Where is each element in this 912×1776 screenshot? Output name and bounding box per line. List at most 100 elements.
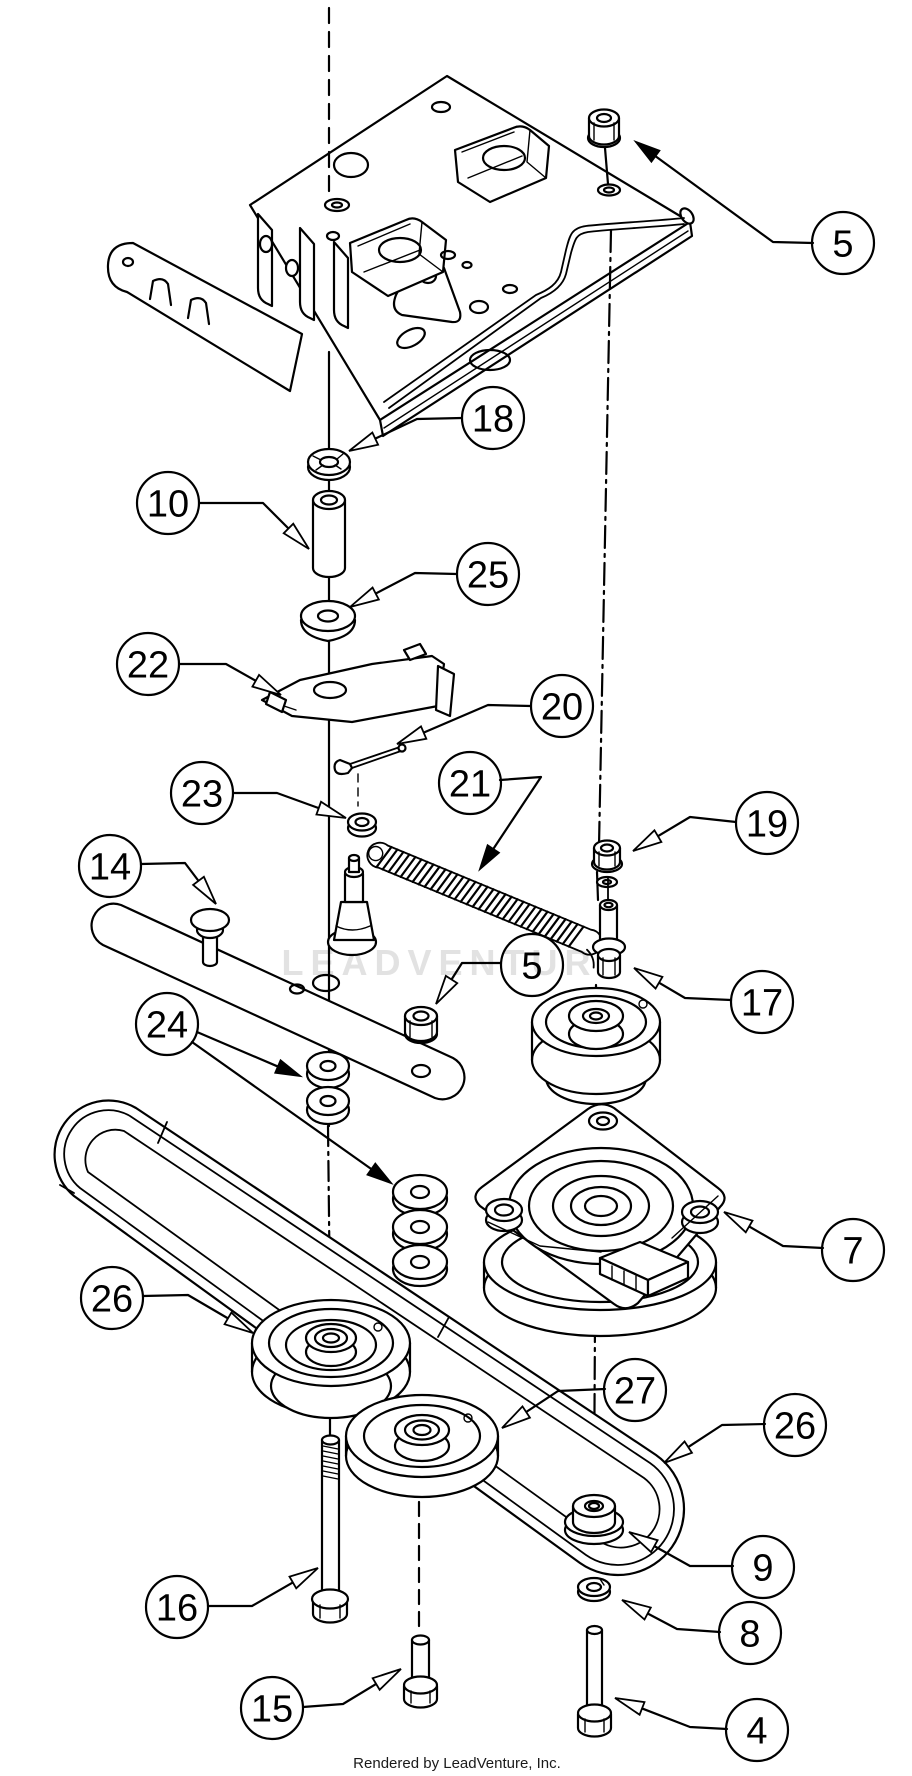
balloon-number: 5: [521, 946, 542, 988]
callout-5[interactable]: 5: [435, 932, 565, 1005]
v-idler-pulley-26: [250, 1298, 412, 1420]
callout-27[interactable]: 27: [501, 1357, 668, 1429]
hollow-arrowhead-icon: [628, 1531, 659, 1554]
balloon-circle[interactable]: [729, 969, 795, 1035]
hollow-arrowhead-icon: [633, 967, 664, 990]
balloon-circle[interactable]: [115, 631, 181, 697]
callout-7[interactable]: 7: [723, 1211, 886, 1283]
leader-line: [197, 501, 290, 530]
balloon-number: 8: [739, 1614, 760, 1656]
balloon-circle[interactable]: [529, 673, 595, 739]
balloon-circle[interactable]: [762, 1392, 828, 1458]
callout-10[interactable]: 10: [135, 470, 310, 550]
callout-8[interactable]: 8: [621, 1599, 783, 1666]
balloon-circle[interactable]: [717, 1600, 783, 1666]
callout-18[interactable]: 18: [348, 385, 526, 452]
callout-22[interactable]: 22: [115, 631, 282, 697]
balloon-number: 25: [467, 555, 509, 597]
leader-line: [374, 416, 464, 440]
balloon-circle[interactable]: [730, 1534, 796, 1600]
callout-9[interactable]: 9: [628, 1531, 796, 1600]
hollow-arrowhead-icon: [723, 1211, 754, 1234]
hollow-arrowhead-icon: [191, 875, 217, 905]
leader-line: [640, 1707, 729, 1731]
callout-4[interactable]: 4: [614, 1697, 790, 1763]
balloon-circle[interactable]: [734, 790, 800, 856]
balloon-circle[interactable]: [77, 833, 143, 899]
balloon-circle[interactable]: [724, 1697, 790, 1763]
leader-line: [687, 1422, 767, 1449]
balloon-number: 5: [832, 224, 853, 266]
leader-line: [422, 703, 533, 734]
flat-idler-pulley-top: [530, 986, 662, 1106]
arm-bumper-button: [189, 907, 231, 968]
hollow-arrowhead-icon: [349, 586, 381, 608]
balloon-circle[interactable]: [144, 1574, 210, 1640]
arm-pivot-post: [326, 853, 378, 957]
hollow-arrowhead-icon: [621, 1599, 653, 1621]
callout-5[interactable]: 5: [633, 140, 876, 276]
idler-arm-14: [90, 853, 466, 1101]
leader-line: [206, 1581, 294, 1608]
clutch-connector: [598, 1240, 690, 1298]
leader-line: [656, 815, 738, 838]
filled-arrowhead-icon: [478, 843, 501, 872]
lock-washer-8: [576, 1576, 612, 1603]
hollow-arrowhead-icon: [282, 522, 310, 550]
callout-24[interactable]: 24: [134, 991, 394, 1185]
hollow-arrowhead-icon: [396, 724, 428, 745]
bolt-15: [402, 1634, 439, 1709]
callout-20[interactable]: 20: [396, 673, 595, 745]
leader-line: [301, 1682, 378, 1709]
callout-17[interactable]: 17: [633, 967, 795, 1035]
callout-21[interactable]: 21: [437, 750, 543, 872]
balloon-circle[interactable]: [79, 1265, 145, 1331]
balloon-number: 17: [741, 983, 783, 1025]
callout-26[interactable]: 26: [79, 1265, 254, 1334]
leader-line: [748, 1225, 825, 1250]
leader-line: [190, 1040, 373, 1171]
balloon-circle[interactable]: [239, 1675, 305, 1741]
filled-arrowhead-icon: [633, 140, 661, 164]
idler-bracket-22: [260, 642, 456, 724]
balloon-circle[interactable]: [460, 385, 526, 451]
plate-holes: [325, 100, 519, 372]
balloon-circle[interactable]: [169, 760, 235, 826]
balloon-circle[interactable]: [820, 1217, 886, 1283]
clutch-ears: [484, 1111, 720, 1235]
balloon-circle[interactable]: [455, 541, 521, 607]
balloon-number: 15: [251, 1689, 293, 1731]
callout-14[interactable]: 14: [77, 833, 217, 905]
spacer-10: [311, 489, 347, 579]
balloon-number: 18: [472, 399, 514, 441]
rod-20: [333, 743, 407, 807]
callout-23[interactable]: 23: [169, 760, 347, 826]
balloon-circle[interactable]: [135, 470, 201, 536]
belt-keeper-ramp-lower: [348, 217, 448, 298]
balloon-number: 4: [746, 1711, 767, 1753]
balloon-number: 26: [774, 1406, 816, 1448]
balloon-circle[interactable]: [499, 932, 565, 998]
bolt-16: [310, 1434, 350, 1624]
callout-25[interactable]: 25: [349, 541, 521, 608]
brake-rod: [383, 207, 695, 409]
balloon-circle[interactable]: [810, 210, 876, 276]
callout-16[interactable]: 16: [144, 1567, 319, 1640]
hollow-arrowhead-icon: [632, 828, 663, 852]
washer-25: [299, 599, 357, 643]
balloon-number: 14: [89, 847, 131, 889]
balloon-number: 24: [146, 1005, 188, 1047]
balloon-number: 7: [842, 1231, 863, 1273]
balloon-number: 9: [752, 1548, 773, 1590]
balloon-circle[interactable]: [134, 991, 200, 1057]
hollow-arrowhead-icon: [288, 1567, 319, 1590]
callout-26[interactable]: 26: [663, 1392, 828, 1464]
balloon-circle[interactable]: [602, 1357, 668, 1423]
hollow-arrowhead-icon: [223, 1311, 254, 1334]
balloon-number: 23: [181, 774, 223, 816]
leader-line: [139, 861, 200, 882]
callout-19[interactable]: 19: [632, 790, 800, 856]
callout-15[interactable]: 15: [239, 1668, 402, 1741]
balloon-circle[interactable]: [437, 750, 503, 816]
